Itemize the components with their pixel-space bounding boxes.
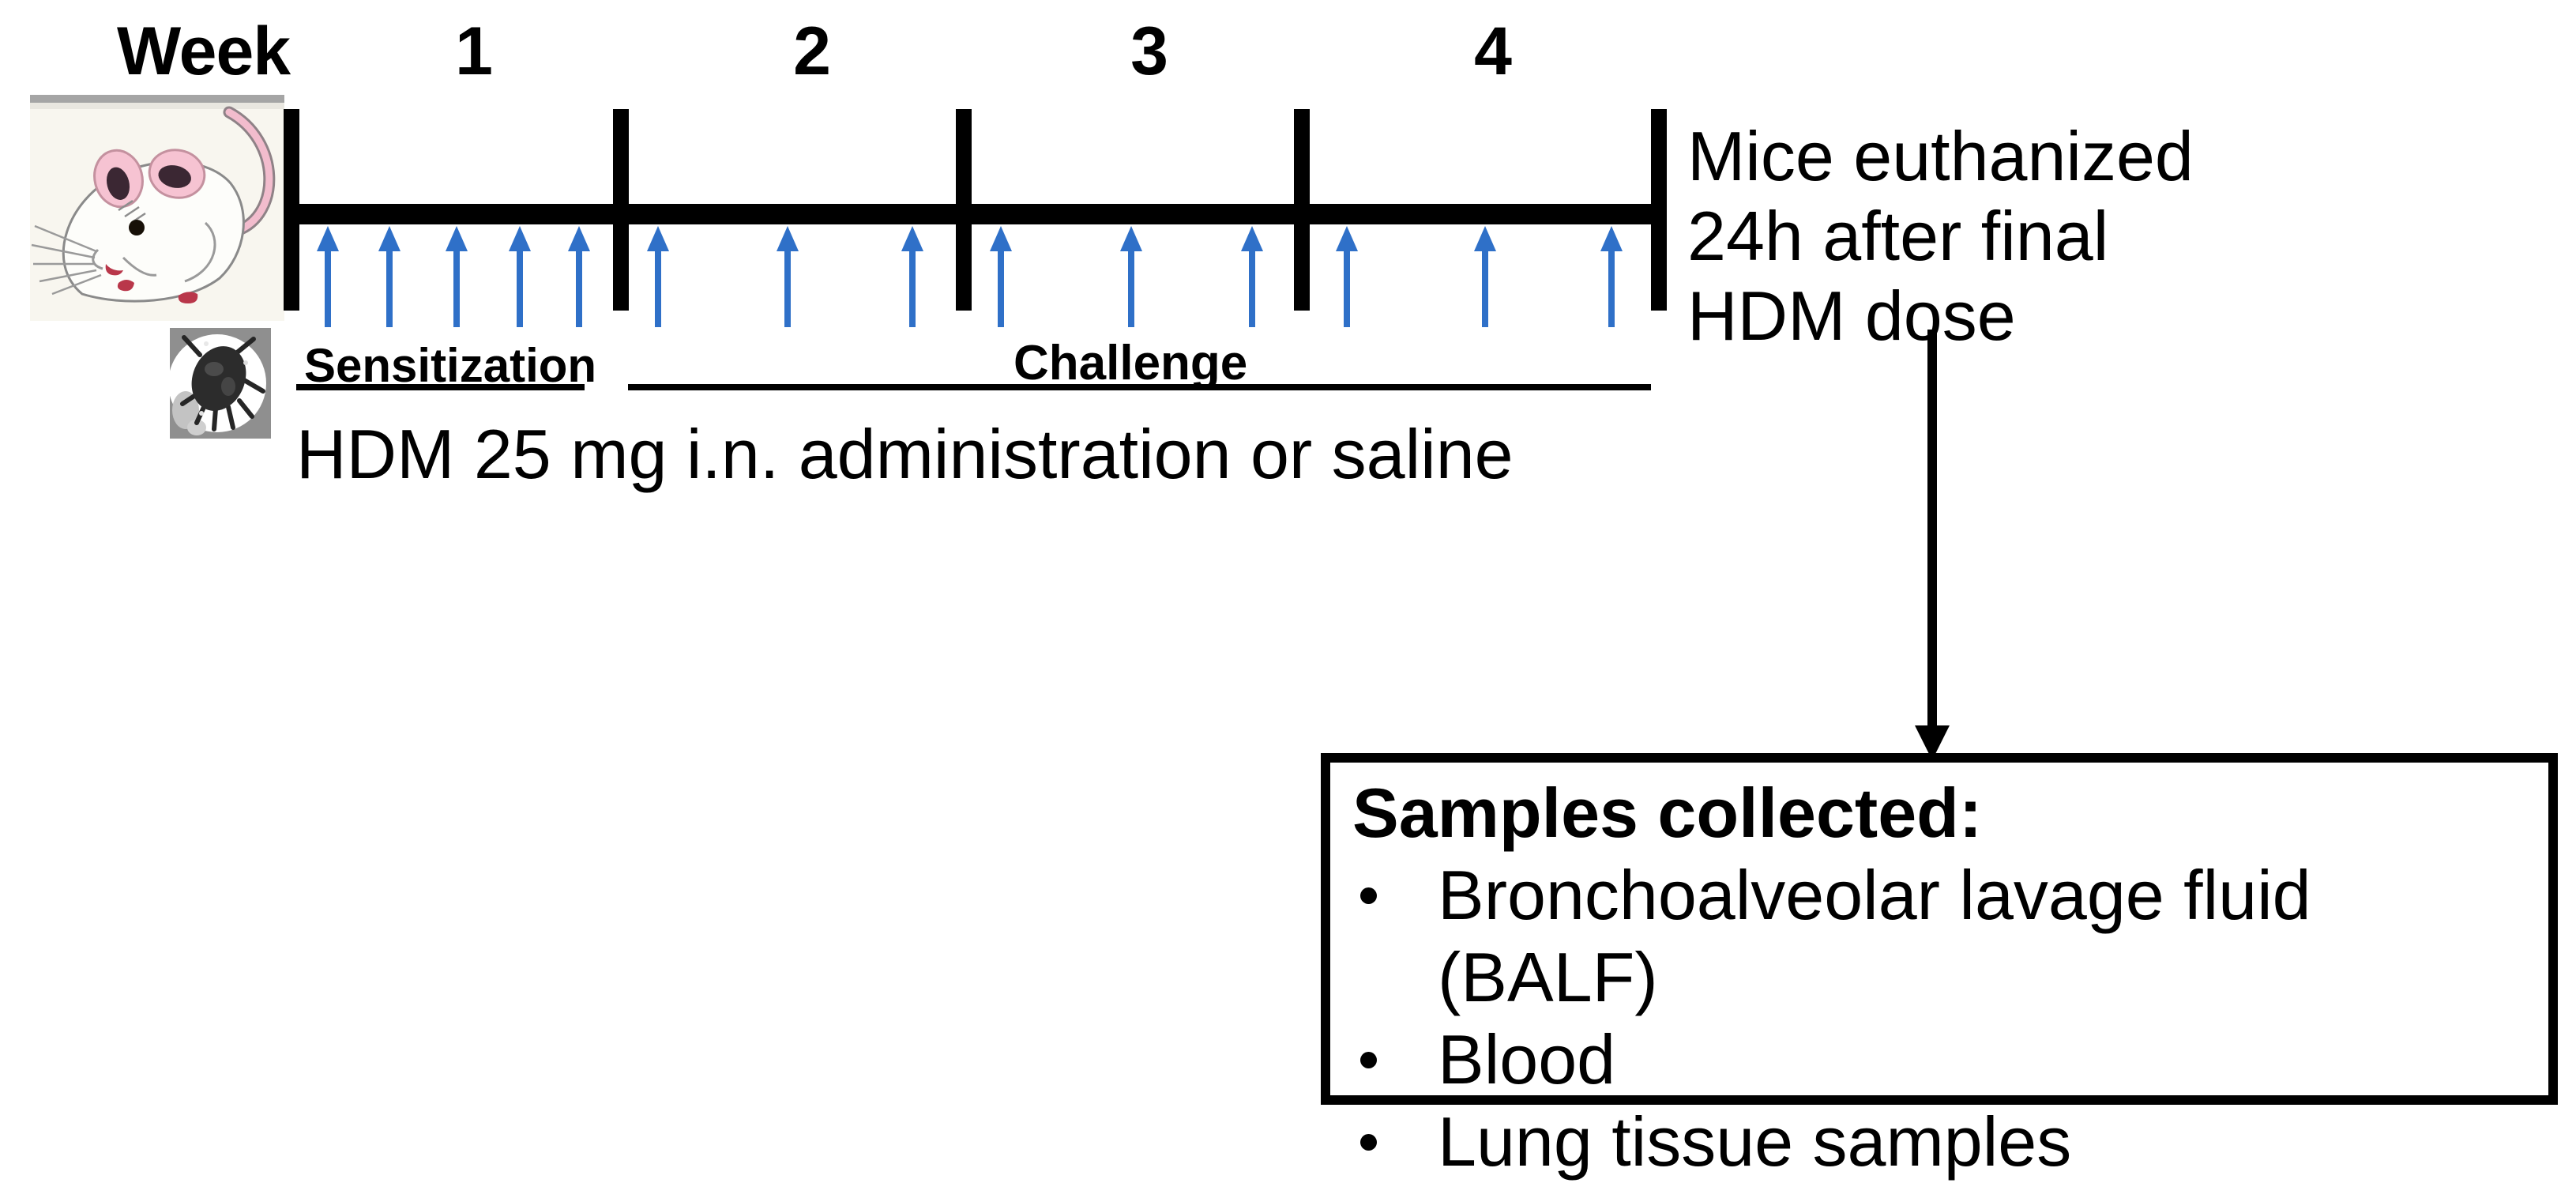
week-tick-0 — [284, 109, 299, 311]
dose-arrow-icon — [1474, 226, 1496, 327]
week-tick-3 — [1294, 109, 1310, 311]
week-number-2: 2 — [793, 13, 831, 89]
week-tick-1 — [613, 109, 629, 311]
dose-arrow-icon — [446, 226, 468, 327]
sample-item-blood: Blood — [1352, 1019, 2533, 1101]
timeline-bar — [291, 204, 1667, 224]
week-axis-label: Week — [117, 13, 291, 89]
challenge-label: Challenge — [1013, 336, 1248, 390]
sample-item-balf: Bronchoalveolar lavage fluid (BALF) — [1352, 854, 2533, 1019]
samples-box: Samples collected: Bronchoalveolar lavag… — [1321, 753, 2558, 1181]
week-tick-2 — [956, 109, 972, 311]
week-number-1: 1 — [455, 13, 493, 89]
sensitization-underline — [296, 384, 585, 390]
challenge-underline — [628, 384, 1651, 390]
endpoint-note: Mice euthanized 24h after final HDM dose — [1687, 117, 2194, 355]
dose-arrow-icon — [1241, 226, 1263, 327]
dose-arrow-icon — [568, 226, 590, 327]
down-arrow-shaft — [1927, 330, 1937, 727]
dose-arrow-icon — [317, 226, 339, 327]
dose-arrow-icon — [777, 226, 799, 327]
dose-arrow-icon — [378, 226, 401, 327]
week-number-4: 4 — [1474, 13, 1512, 89]
dose-arrow-icon — [990, 226, 1012, 327]
dosing-note: HDM 25 mg i.n. administration or saline — [296, 415, 1514, 493]
samples-list: Bronchoalveolar lavage fluid (BALF) Bloo… — [1352, 854, 2533, 1183]
mouse-icon — [30, 95, 284, 321]
week-tick-4 — [1651, 109, 1667, 311]
dose-arrow-icon — [1120, 226, 1142, 327]
dose-arrow-icon — [1336, 226, 1358, 327]
samples-box-title: Samples collected: — [1352, 774, 1983, 852]
sensitization-label: Sensitization — [304, 339, 597, 392]
dose-arrow-icon — [901, 226, 923, 327]
week-number-3: 3 — [1130, 13, 1168, 89]
dust-mite-icon — [170, 328, 271, 439]
dose-arrow-icon — [647, 226, 669, 327]
dose-arrow-icon — [509, 226, 531, 327]
dose-arrow-icon — [1600, 226, 1623, 327]
sample-item-lung: Lung tissue samples — [1352, 1101, 2533, 1183]
